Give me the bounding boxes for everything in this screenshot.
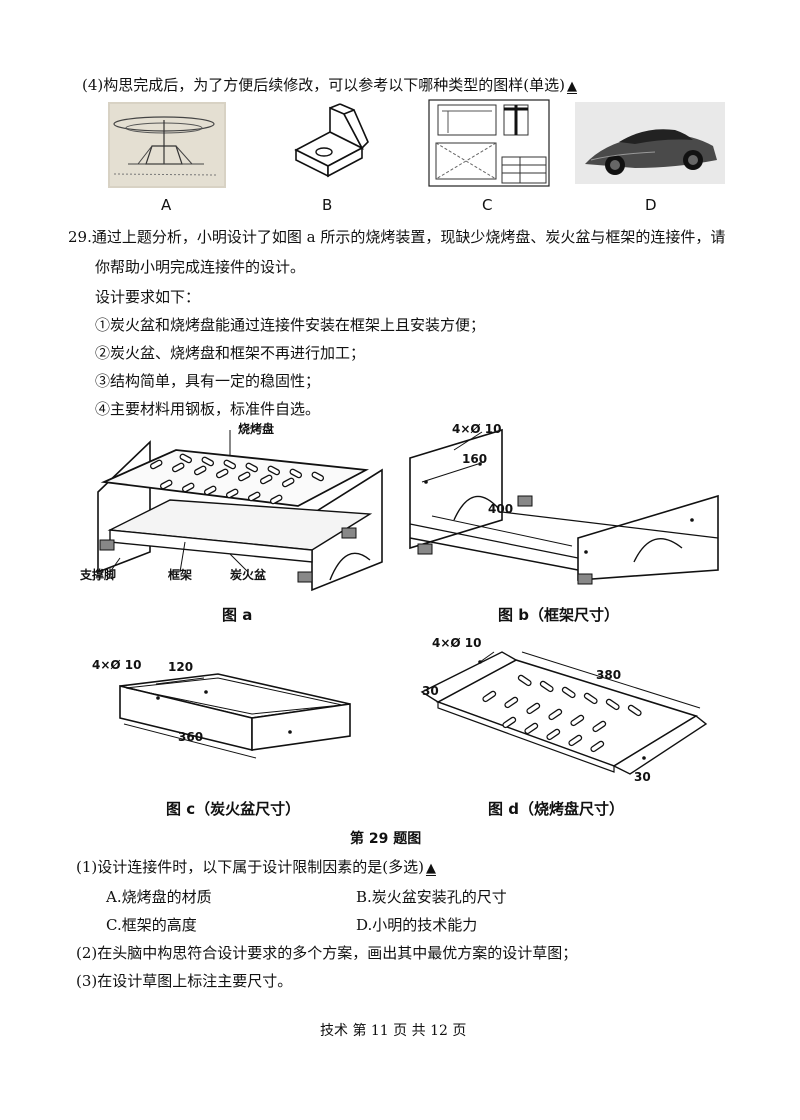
figure-group-title: 第 29 题图 [350, 831, 422, 847]
figure-a-caption: 图 a [222, 606, 253, 624]
q29-intro-line2: 你帮助小明完成连接件的设计。 [95, 258, 306, 276]
q29-intro-line1: 29.通过上题分析，小明设计了如图 a 所示的烧烤装置，现缺少烧烤盘、炭火盆与框… [68, 228, 726, 246]
requirement-4: ④主要材料用钢板，标准件自选。 [95, 400, 321, 418]
choice-b: B.炭火盆安装孔的尺寸 [356, 888, 507, 906]
choice-a: A.烧烤盘的材质 [106, 888, 212, 906]
sub3-question: (3)在设计草图上标注主要尺寸。 [76, 972, 293, 990]
option-c-label: C [482, 196, 493, 214]
fig-c-holes: 4×Ø 10 [92, 658, 142, 672]
figure-d-tray [420, 651, 708, 775]
option-c-drawing-image [428, 99, 550, 187]
label-frame: 框架 [168, 568, 193, 582]
label-tray: 烧烤盘 [238, 422, 275, 436]
requirements-title: 设计要求如下： [95, 288, 201, 306]
fig-d-holes: 4×Ø 10 [432, 636, 482, 650]
fig-c-dim-360: 360 [178, 730, 204, 744]
label-leg: 支撑脚 [80, 568, 117, 582]
choice-d: D.小明的技术能力 [356, 916, 478, 934]
requirement-2: ②炭火盆、烧烤盘和框架不再进行加工； [95, 344, 366, 362]
requirement-3: ③结构简单，具有一定的稳固性； [95, 372, 321, 390]
option-b-label: B [322, 196, 333, 214]
fig-d-dim-380: 380 [596, 668, 622, 682]
q28-part4-question: (4)构思完成后，为了方便后续修改，可以参考以下哪种类型的图样(单选)▲ [82, 76, 577, 94]
fig-b-dim-400: 400 [488, 502, 514, 516]
fig-d-dim-30-right: 30 [634, 770, 651, 784]
answer-blank: ▲ [425, 861, 436, 876]
figure-b-frame [409, 428, 719, 585]
figure-b-caption: 图 b（框架尺寸） [498, 606, 619, 624]
sub2-question: (2)在头脑中构思符合设计要求的多个方案，画出其中最优方案的设计草图； [76, 944, 578, 962]
label-pan: 炭火盆 [230, 568, 267, 582]
option-a-label: A [161, 196, 172, 214]
option-b-isometric-image [294, 103, 369, 178]
figure-c-pan [119, 673, 351, 759]
figure-c-caption: 图 c（炭火盆尺寸） [166, 800, 301, 818]
answer-blank: ▲ [566, 79, 577, 94]
figure-d-caption: 图 d（烧烤盘尺寸） [488, 800, 624, 818]
fig-c-dim-120: 120 [168, 660, 194, 674]
option-d-render-image [575, 102, 725, 184]
fig-b-holes: 4×Ø 10 [452, 422, 502, 436]
sub1-question: (1)设计连接件时，以下属于设计限制因素的是(多选)▲ [76, 858, 436, 876]
figure-a-grill-assembly [97, 430, 383, 592]
fig-b-dim-160: 160 [462, 452, 488, 466]
requirement-1: ①炭火盆和烧烤盘能通过连接件安装在框架上且安装方便； [95, 316, 486, 334]
fig-d-dim-30-left: 30 [422, 684, 439, 698]
choice-c: C.框架的高度 [106, 916, 197, 934]
option-a-sketch-image [108, 102, 226, 188]
page-footer: 技术 第 11 页 共 12 页 [320, 1023, 467, 1039]
option-d-label: D [645, 196, 657, 214]
